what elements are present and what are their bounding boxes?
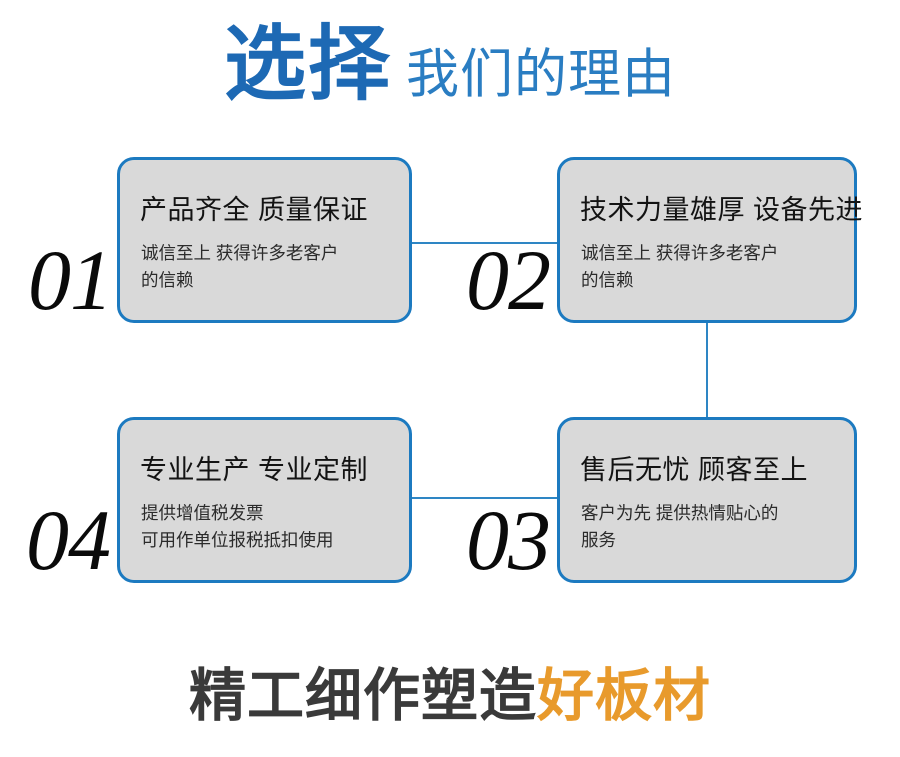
footer-tagline: 精工细作塑造好板材 <box>0 668 900 725</box>
reason-card-03-body: 客户为先 提供热情贴心的 服务 <box>581 500 778 554</box>
reason-card-02: 技术力量雄厚 设备先进 诚信至上 获得许多老客户 的信赖 <box>557 157 863 323</box>
footer-tagline-accent: 好板材 <box>537 663 711 729</box>
step-number-01: 01 <box>28 232 113 328</box>
reason-card-03: 售后无忧 顾客至上 客户为先 提供热情贴心的 服务 <box>557 417 857 583</box>
connector-card2-card3 <box>706 321 708 420</box>
reason-card-01-body: 诚信至上 获得许多老客户 的信赖 <box>141 240 338 294</box>
step-number-02: 02 <box>466 232 551 328</box>
reason-card-01-title: 产品齐全 质量保证 <box>140 195 369 225</box>
reason-card-04: 专业生产 专业定制 提供增值税发票 可用作单位报税抵扣使用 <box>117 417 412 583</box>
reason-card-02-title: 技术力量雄厚 设备先进 <box>580 195 864 225</box>
reason-card-03-body-line-2: 服务 <box>581 530 616 550</box>
connector-card1-card2 <box>409 242 560 244</box>
reason-card-02-body: 诚信至上 获得许多老客户 的信赖 <box>581 240 778 294</box>
page-title-light: 我们的理由 <box>406 45 676 104</box>
reason-card-02-body-line-1: 诚信至上 获得许多老客户 <box>581 243 779 263</box>
step-number-04: 04 <box>26 492 111 588</box>
connector-card4-card3 <box>409 497 560 499</box>
page-title: 选择我们的理由 <box>0 24 900 106</box>
reason-card-04-body-line-2: 可用作单位报税抵扣使用 <box>141 530 334 550</box>
step-number-03: 03 <box>466 492 551 588</box>
reason-card-03-title: 售后无忧 顾客至上 <box>580 455 809 485</box>
page-title-strong: 选择 <box>223 17 392 112</box>
reason-card-02-body-line-2: 的信赖 <box>581 270 634 290</box>
reason-card-01-body-line-2: 的信赖 <box>141 270 194 290</box>
reason-card-03-body-line-1: 客户为先 提供热情贴心的 <box>581 503 779 523</box>
footer-tagline-dark: 精工细作塑造 <box>189 663 537 729</box>
reason-card-01-body-line-1: 诚信至上 获得许多老客户 <box>141 243 339 263</box>
reason-card-04-body-line-1: 提供增值税发票 <box>141 503 264 523</box>
reason-card-04-title: 专业生产 专业定制 <box>140 455 369 485</box>
reason-card-01: 产品齐全 质量保证 诚信至上 获得许多老客户 的信赖 <box>117 157 412 323</box>
reason-card-04-body: 提供增值税发票 可用作单位报税抵扣使用 <box>141 500 334 554</box>
